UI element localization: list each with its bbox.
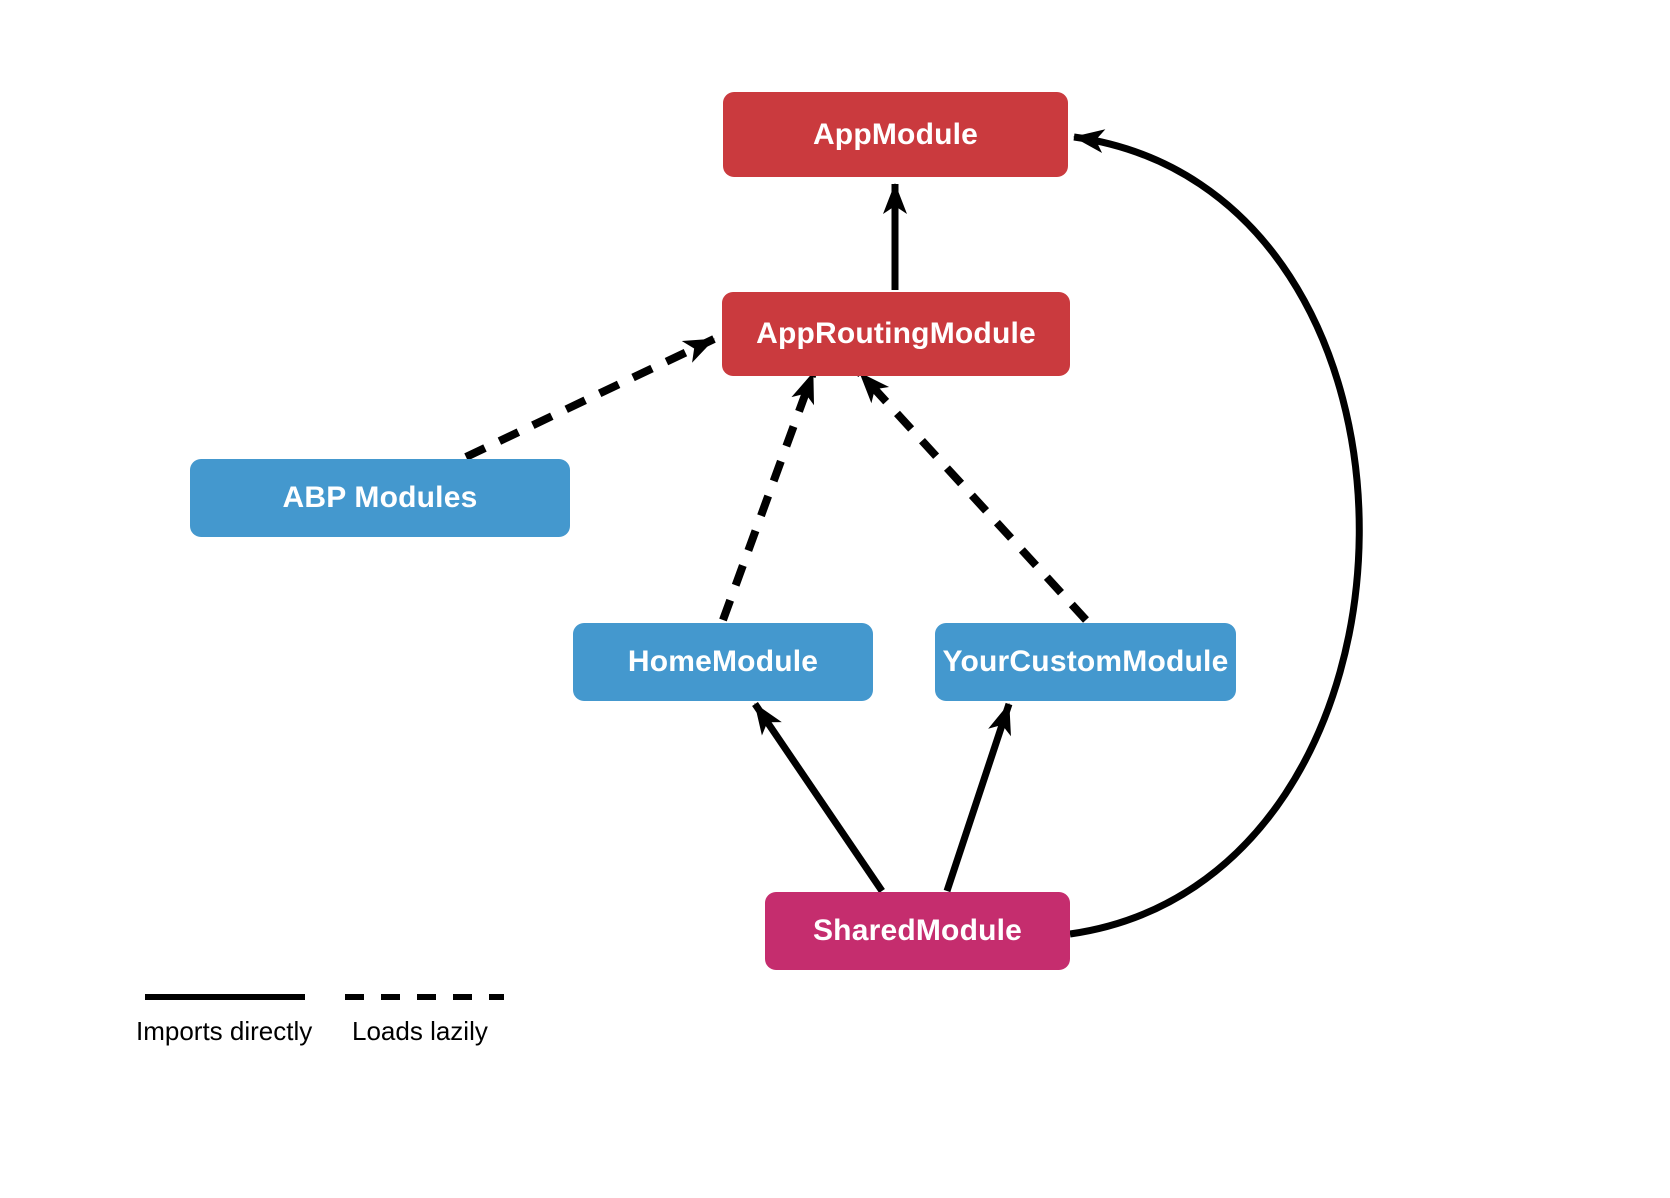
edge-homemodule-to-approutingmodule — [719, 371, 817, 622]
edge-yourcustommodule-to-approutingmodule — [857, 370, 1089, 623]
legend-solid-label: Imports directly — [136, 1016, 313, 1046]
node-appmodule: AppModule — [723, 92, 1068, 177]
node-approutingmodule: AppRoutingModule — [722, 292, 1070, 376]
node-sharedmodule: SharedModule — [765, 892, 1070, 970]
edge-sharedmodule-to-homemodule — [752, 702, 885, 893]
edge-abpmodules-to-approutingmodule — [464, 335, 716, 461]
node-yourcustommodule: YourCustomModule — [935, 623, 1236, 701]
edge-sharedmodule-to-appmodule-curved — [1069, 129, 1363, 938]
node-homemodule: HomeModule — [573, 623, 873, 701]
node-abpmodules: ABP Modules — [190, 459, 570, 537]
legend-dashed-label: Loads lazily — [352, 1016, 488, 1046]
edge-sharedmodule-to-yourcustommodule — [943, 702, 1013, 893]
